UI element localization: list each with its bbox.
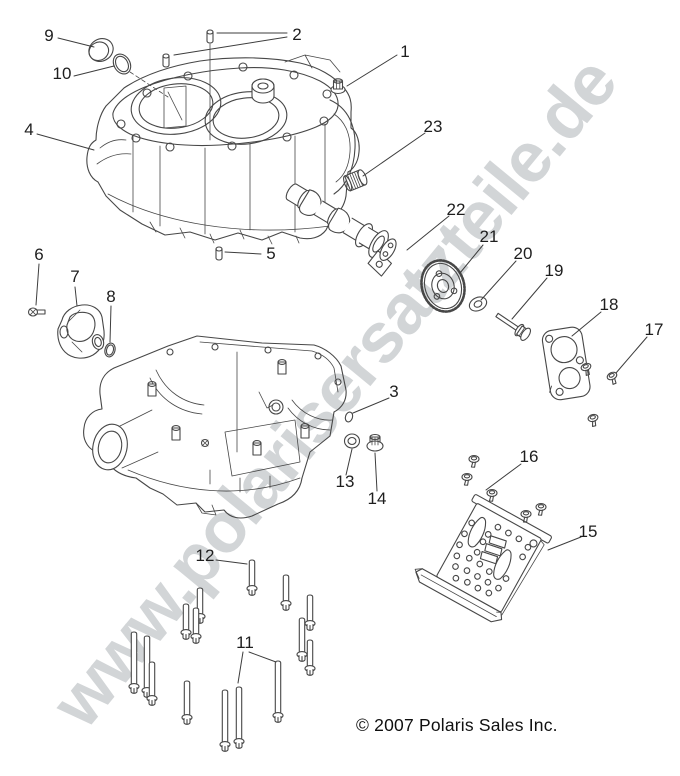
callout-9: 9: [44, 26, 54, 45]
leader-line-2b: [173, 36, 288, 56]
gasket-plate-18: [541, 326, 591, 401]
leader-line-13: [345, 448, 353, 476]
leader-line-11b: [248, 651, 277, 663]
leader-line-5: [224, 251, 262, 255]
leader-line-18: [571, 311, 602, 337]
o-ring-3: [344, 411, 354, 423]
bolt-1: [330, 78, 346, 95]
leader-line-16: [485, 463, 522, 491]
screw-18b: [586, 412, 601, 428]
callout-23: 23: [423, 117, 443, 136]
callout-16: 16: [519, 447, 539, 466]
sensor-7: [57, 304, 105, 359]
callout-5: 5: [266, 244, 276, 263]
callout-11: 11: [236, 633, 254, 652]
callout-12: 12: [195, 546, 215, 565]
leader-line-1: [346, 54, 398, 87]
callout-2: 2: [292, 25, 302, 44]
leader-line-7: [74, 286, 78, 307]
washer-13: [343, 433, 361, 449]
leader-line-12: [215, 559, 248, 565]
leader-line-15: [547, 536, 582, 551]
crankcase-bolts: [128, 559, 316, 752]
cam-gear: [420, 259, 466, 313]
washer-20: [468, 296, 488, 312]
screw-16b: [461, 473, 473, 486]
callout-14: 14: [367, 489, 387, 508]
dowel-pin-2a: [206, 29, 214, 44]
callout-10: 10: [52, 64, 72, 83]
o-ring-10: [112, 53, 132, 75]
o-ring-8: [104, 342, 116, 358]
leader-line-20: [480, 260, 517, 301]
callout-15: 15: [578, 522, 598, 541]
leader-lines: [35, 32, 648, 684]
leader-line-14: [374, 452, 378, 492]
callout-4: 4: [24, 120, 34, 139]
leader-line-9: [57, 37, 95, 48]
callout-8: 8: [106, 287, 116, 306]
leader-line-3: [352, 397, 390, 414]
leader-line-19: [511, 277, 548, 320]
callout-1: 1: [400, 42, 410, 61]
bolt-19: [495, 312, 532, 341]
leader-line-22: [406, 215, 450, 251]
upper-crankcase: [86, 43, 360, 245]
leader-line-6: [35, 263, 40, 306]
leader-line-8: [109, 305, 112, 343]
leader-line-4: [36, 133, 95, 151]
callout-20: 20: [513, 244, 533, 263]
lower-crankcase: [83, 335, 347, 519]
screw-16e: [535, 503, 547, 516]
callout-21: 21: [479, 227, 499, 246]
screw-16a: [468, 455, 480, 468]
screw-6: [27, 307, 46, 317]
camshaft: [285, 183, 397, 277]
screw-17: [605, 370, 621, 387]
callout-18: 18: [599, 295, 619, 314]
callout-3: 3: [389, 382, 399, 401]
leader-line-10: [73, 65, 115, 77]
leader-line-23: [362, 132, 426, 177]
screw-16c: [486, 489, 498, 502]
leader-line-21: [459, 244, 484, 274]
callout-19: 19: [544, 261, 564, 280]
callout-13: 13: [335, 472, 355, 491]
copyright-text: © 2007 Polaris Sales Inc.: [356, 715, 558, 735]
callout-17: 17: [644, 320, 664, 339]
leader-line-11a: [237, 651, 244, 684]
plug-cap-9: [88, 38, 114, 62]
leader-line-17: [615, 336, 648, 374]
plug-23: [343, 169, 368, 192]
callout-7: 7: [70, 267, 80, 286]
dowel-pin-5: [215, 246, 223, 261]
callout-22: 22: [446, 200, 466, 219]
dowel-pin-2b: [162, 53, 170, 68]
plug-14: [366, 433, 384, 452]
callout-6: 6: [34, 245, 44, 264]
baffle-plate-15: [414, 494, 552, 623]
